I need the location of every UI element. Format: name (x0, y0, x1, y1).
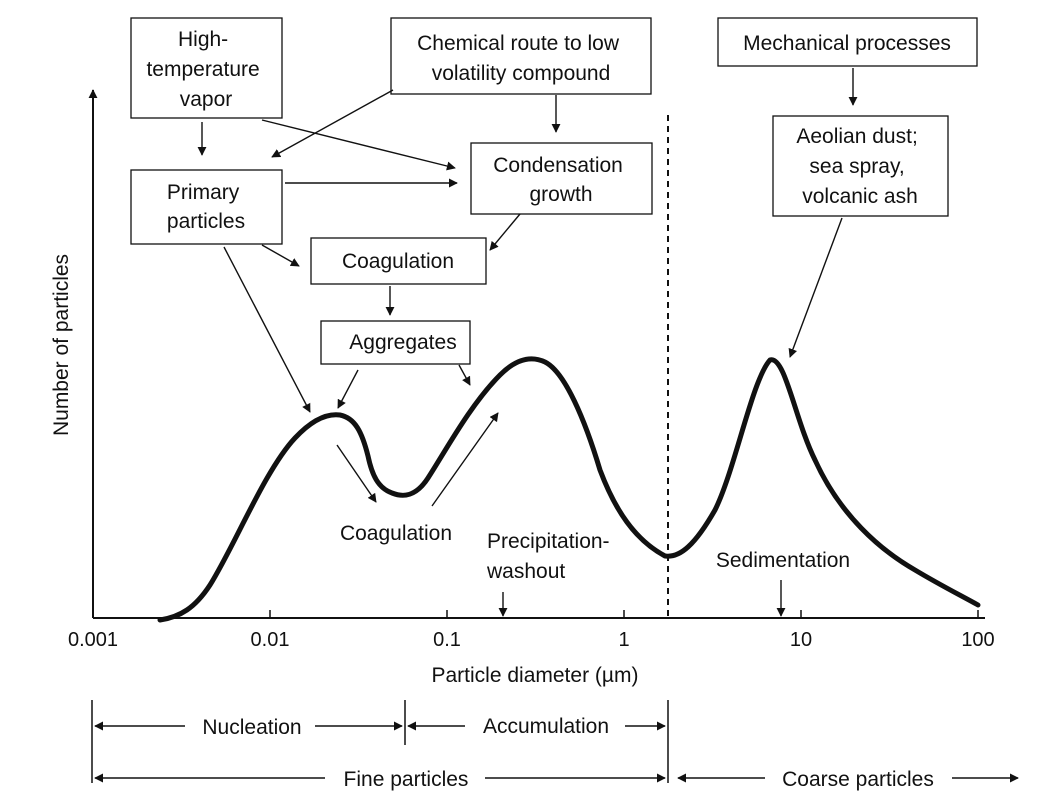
precipitation-washout-label: Precipitation- washout (486, 530, 615, 583)
mechanical-processes-box (717, 17, 978, 67)
nucleation-label: Nucleation (202, 716, 301, 739)
accumulation-label: Accumulation (483, 715, 609, 738)
mechanical-processes-label: Mechanical processes (743, 32, 951, 55)
chemical-route-label: Chemical route to low volatility compoun… (417, 32, 625, 85)
x-tick-label: 0.001 (68, 629, 118, 651)
x-tick-label: 100 (961, 629, 994, 651)
coagulation-lower-label: Coagulation (340, 522, 452, 545)
x-tick-label: 0.01 (251, 629, 290, 651)
size-ranges (91, 700, 1019, 783)
coagulation-box-label: Coagulation (342, 250, 454, 273)
aeolian-label: Aeolian dust; sea spray, volcanic ash (796, 125, 923, 208)
primary-particles-box (130, 169, 283, 245)
fine-particles-label: Fine particles (344, 768, 469, 791)
x-tick-label: 1 (618, 629, 629, 651)
primary-particles-label: Primary particles (167, 181, 245, 233)
high-temp-vapor-label: High- temperature vapor (146, 28, 265, 111)
condensation-growth-box (470, 142, 653, 215)
aggregates-box (320, 320, 471, 365)
x-tick-group: 0.001 0.01 0.1 1 10 100 (68, 610, 995, 651)
coagulation-box (310, 237, 487, 285)
x-tick-label: 0.1 (433, 629, 461, 651)
condensation-growth-label: Condensation growth (493, 154, 628, 206)
y-axis-label: Number of particles (50, 254, 73, 436)
distribution-curve (157, 356, 981, 623)
aeolian-box (772, 115, 949, 217)
x-tick-label: 10 (790, 629, 812, 651)
process-arrows (197, 68, 858, 617)
high-temp-vapor-box (130, 17, 283, 119)
x-axis-label: Particle diameter (µm) (432, 664, 639, 687)
chemical-route-box (390, 17, 652, 95)
aggregates-label: Aggregates (349, 331, 456, 354)
coarse-particles-label: Coarse particles (782, 768, 934, 791)
sedimentation-label: Sedimentation (716, 549, 850, 572)
